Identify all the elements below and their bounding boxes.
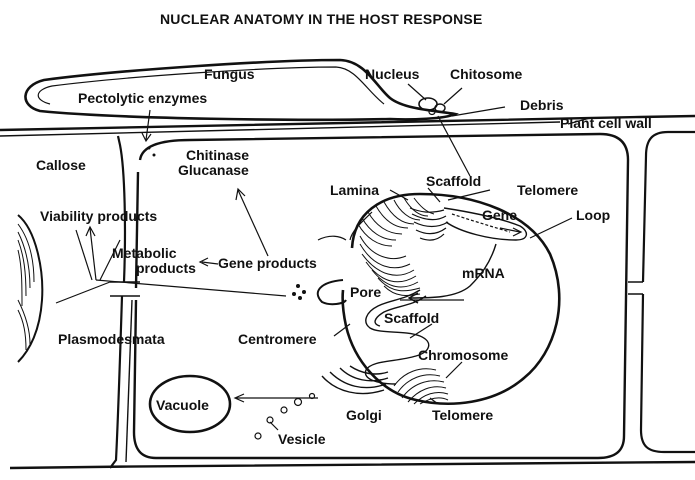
- left-wall-lower: [110, 296, 122, 468]
- label-gene: Gene: [482, 208, 517, 223]
- label-vacuole: Vacuole: [156, 398, 209, 413]
- label-mrna: mRNA: [462, 266, 505, 281]
- label-viability-products: Viability products: [40, 209, 157, 224]
- label-nucleus: Nucleus: [365, 67, 419, 82]
- label-plasmodesmata: Plasmodesmata: [58, 332, 165, 347]
- ribosome-cluster: [292, 284, 306, 300]
- label-fungus: Fungus: [204, 67, 255, 82]
- plasmodesmata-pointer: [56, 282, 110, 303]
- right-neighbour-cell: [641, 132, 695, 452]
- chitosome-pointer: [444, 88, 462, 104]
- vesicle-pointer: [270, 422, 278, 430]
- label-products: products: [136, 261, 196, 276]
- loop-pointer: [530, 218, 572, 238]
- label-scaffold-mid: Scaffold: [384, 311, 439, 326]
- label-chitosome: Chitosome: [450, 67, 522, 82]
- label-pore: Pore: [350, 285, 381, 300]
- right-plasmodesma: [628, 282, 643, 294]
- label-callose: Callose: [36, 158, 86, 173]
- diagram-title: NUCLEAR ANATOMY IN THE HOST RESPONSE: [160, 12, 483, 27]
- telomere-cluster-top: [410, 208, 448, 240]
- nucleus-pointer: [408, 84, 426, 100]
- pectolytic-dot-a: [148, 147, 151, 150]
- pore-to-cytoplasm: [96, 280, 286, 296]
- label-pectolytic-enzymes: Pectolytic enzymes: [78, 91, 207, 106]
- label-gene-products: Gene products: [218, 256, 317, 271]
- label-centromere: Centromere: [238, 332, 317, 347]
- label-scaffold-top: Scaffold: [426, 174, 481, 189]
- chromosome-bottom: [394, 369, 448, 404]
- golgi-stack: [322, 366, 388, 394]
- gene-products-up-arrow: [238, 190, 268, 256]
- label-loop: Loop: [576, 208, 610, 223]
- label-plant-cell-wall: Plant cell wall: [560, 116, 652, 131]
- label-chromosome: Chromosome: [418, 348, 508, 363]
- pectolytic-dot-b: [153, 154, 156, 157]
- label-vesicle: Vesicle: [278, 432, 326, 447]
- gene-products-curve: [318, 236, 346, 240]
- label-telomere-bottom: Telomere: [432, 408, 493, 423]
- left-edge-chromatin: [18, 224, 34, 350]
- label-metabolic: Metabolic: [112, 246, 177, 261]
- viability-left-arrow: [76, 230, 92, 280]
- label-golgi: Golgi: [346, 408, 382, 423]
- left-wall-inner-lower: [126, 300, 132, 462]
- label-chitinase: Chitinase: [186, 148, 249, 163]
- label-glucanase: Glucanase: [178, 163, 249, 178]
- label-telomere-top: Telomere: [517, 183, 578, 198]
- label-lamina: Lamina: [330, 183, 379, 198]
- fungal-nucleus: [419, 98, 437, 110]
- label-debris: Debris: [520, 98, 564, 113]
- lamina-chromatin: [358, 198, 434, 296]
- chromosome-pointer: [446, 362, 462, 378]
- debris-pointer: [452, 107, 505, 116]
